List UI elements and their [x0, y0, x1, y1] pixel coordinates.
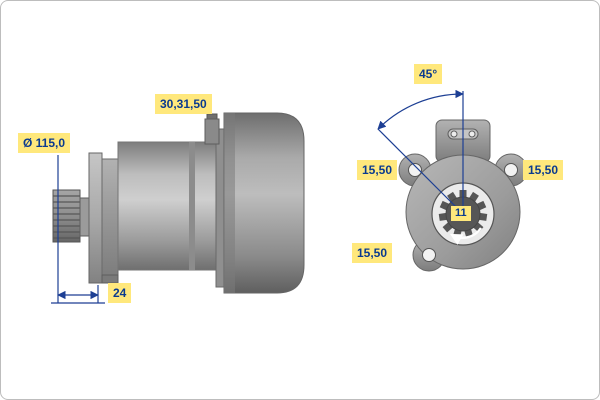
bolt-hole-left — [408, 163, 422, 177]
tab-hole-left — [450, 130, 458, 138]
mounting-flange-side — [88, 152, 103, 284]
motor-body — [117, 141, 217, 271]
hole-bottom-label: 15,50 — [352, 243, 393, 263]
rotation-arrow — [449, 227, 482, 245]
front-view — [377, 89, 528, 272]
hole-right-label: 15,50 — [523, 160, 564, 180]
terminal-label: 30,31,50 — [155, 94, 212, 114]
depth-label: 24 — [108, 283, 132, 303]
side-view — [51, 112, 305, 304]
pinion-teeth-label: 11 — [451, 206, 471, 221]
end-housing-band — [224, 113, 235, 293]
angle-label: 45° — [414, 64, 443, 84]
diameter-label: Ø 115,0 — [18, 133, 71, 153]
hole-left-label: 15,50 — [357, 160, 398, 180]
housing-foot — [101, 274, 119, 284]
bolt-hole-right — [504, 163, 518, 177]
tab-hole-right — [468, 130, 476, 138]
bolt-hole-bottom — [422, 248, 436, 262]
end-housing — [223, 112, 305, 294]
body-band — [189, 142, 195, 270]
side-view-dimensions — [51, 155, 105, 304]
collar — [215, 128, 225, 288]
drive-housing — [101, 158, 119, 276]
front-view-dimensions — [377, 89, 464, 215]
terminal-block — [204, 113, 220, 145]
